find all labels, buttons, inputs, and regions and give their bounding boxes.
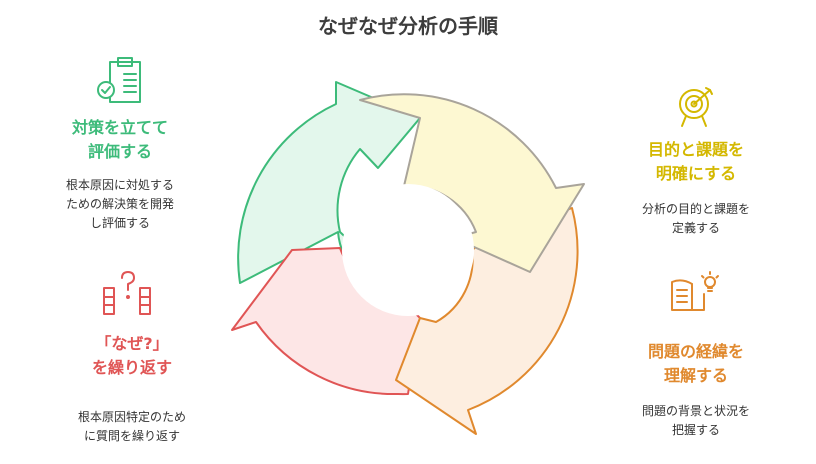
step-heading-why: 「なぜ?」 を繰り返す <box>91 334 172 377</box>
book-lightbulb-icon <box>671 271 719 311</box>
step-heading-define: 目的と課題を 明確にする <box>647 140 744 183</box>
page-title: なぜなぜ分析の手順 <box>318 14 498 38</box>
clipboard-check-icon <box>97 57 141 103</box>
step-desc-define: 分析の目的と課題を 定義する <box>641 202 750 235</box>
target-icon <box>679 87 713 127</box>
step-desc-why: 根本原因特定のため に質問を繰り返す <box>77 410 186 443</box>
question-columns-icon <box>103 271 151 315</box>
step-heading-understand: 問題の経緯を 理解する <box>647 342 744 385</box>
step-desc-understand: 問題の背景と状況を 把握する <box>641 404 750 437</box>
step-heading-evaluate: 対策を立てて 評価する <box>71 118 168 161</box>
step-desc-evaluate: 根本原因に対処する ための解決策を開発 し評価する <box>65 178 174 230</box>
